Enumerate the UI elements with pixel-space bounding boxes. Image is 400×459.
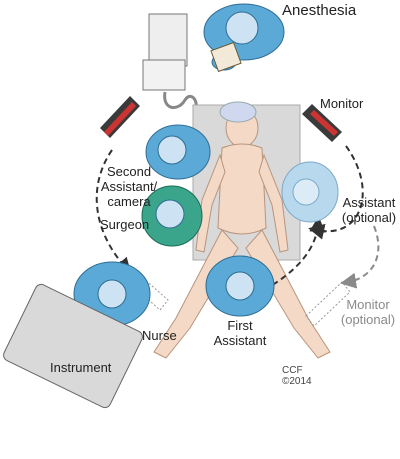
label-credit: CCF ©2014 [282,365,312,387]
label-credit-line2: ©2014 [282,376,312,387]
label-instrument: Instrument [50,360,112,375]
label-assistant-optional-line1: Assistant [342,195,396,210]
arrow-monitor-left-move [95,149,132,274]
assistant-optional-person [281,161,339,223]
patient-cap [219,101,257,123]
label-surgeon: Surgeon [100,217,150,232]
first-assistant-person [205,255,275,317]
label-first-assistant-line1: First [227,318,253,333]
monitor-left [100,96,140,138]
label-second-assistant-line3: camera [107,194,151,209]
label-monitor-optional-line2: (optional) [340,312,396,327]
label-monitor-optional: Monitor (optional) [338,297,398,327]
label-assistant-optional: Assistant (optional) [336,195,400,225]
arrow-monitor-optional-move [340,225,380,289]
label-second-assistant-line1: Second [106,164,152,179]
label-second-assistant-line2: Assistant/ [100,179,158,194]
second-assistant-person [145,124,211,180]
instrument-table [3,283,143,409]
anesthesia-person [203,3,285,73]
monitor-right [302,104,342,142]
monitor-optional-outline [305,281,351,327]
label-first-assistant-line2: Assistant [213,333,267,348]
label-monitor: Monitor [320,96,364,111]
label-first-assistant: First Assistant [210,318,270,348]
surgeon-person [141,185,203,247]
label-credit-line1: CCF [282,365,303,376]
label-second-assistant: Second Assistant/ camera [96,164,162,209]
label-anesthesia: Anesthesia [282,2,357,19]
label-monitor-optional-line1: Monitor [346,297,390,312]
anesthesia-machine [142,13,198,111]
label-assistant-optional-line2: (optional) [341,210,397,225]
label-nurse: Nurse [142,328,177,343]
